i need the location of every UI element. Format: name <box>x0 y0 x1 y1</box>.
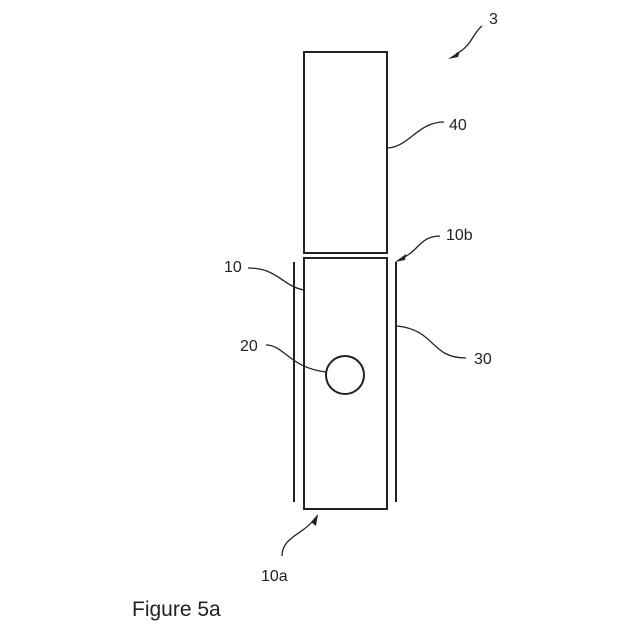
leader-30 <box>397 326 466 358</box>
leader-3 <box>456 26 482 54</box>
leader-20 <box>266 345 326 372</box>
label-10a: 10a <box>261 568 288 585</box>
label-40: 40 <box>449 117 467 134</box>
label-10: 10 <box>224 259 242 276</box>
arrowhead-10a <box>311 514 318 526</box>
arrowhead-3 <box>448 51 460 59</box>
body-10 <box>304 258 387 509</box>
label-20: 20 <box>240 338 258 355</box>
circle-20 <box>326 356 364 394</box>
arrowhead-10b <box>395 254 406 262</box>
label-30: 30 <box>474 351 492 368</box>
upper-block-40 <box>304 52 387 253</box>
leader-10a <box>282 522 312 556</box>
figure-caption: Figure 5a <box>132 598 221 622</box>
label-3: 3 <box>489 11 498 28</box>
leader-40 <box>388 122 444 148</box>
label-10b: 10b <box>446 227 473 244</box>
leader-10b <box>402 236 440 258</box>
leader-10 <box>248 268 304 290</box>
